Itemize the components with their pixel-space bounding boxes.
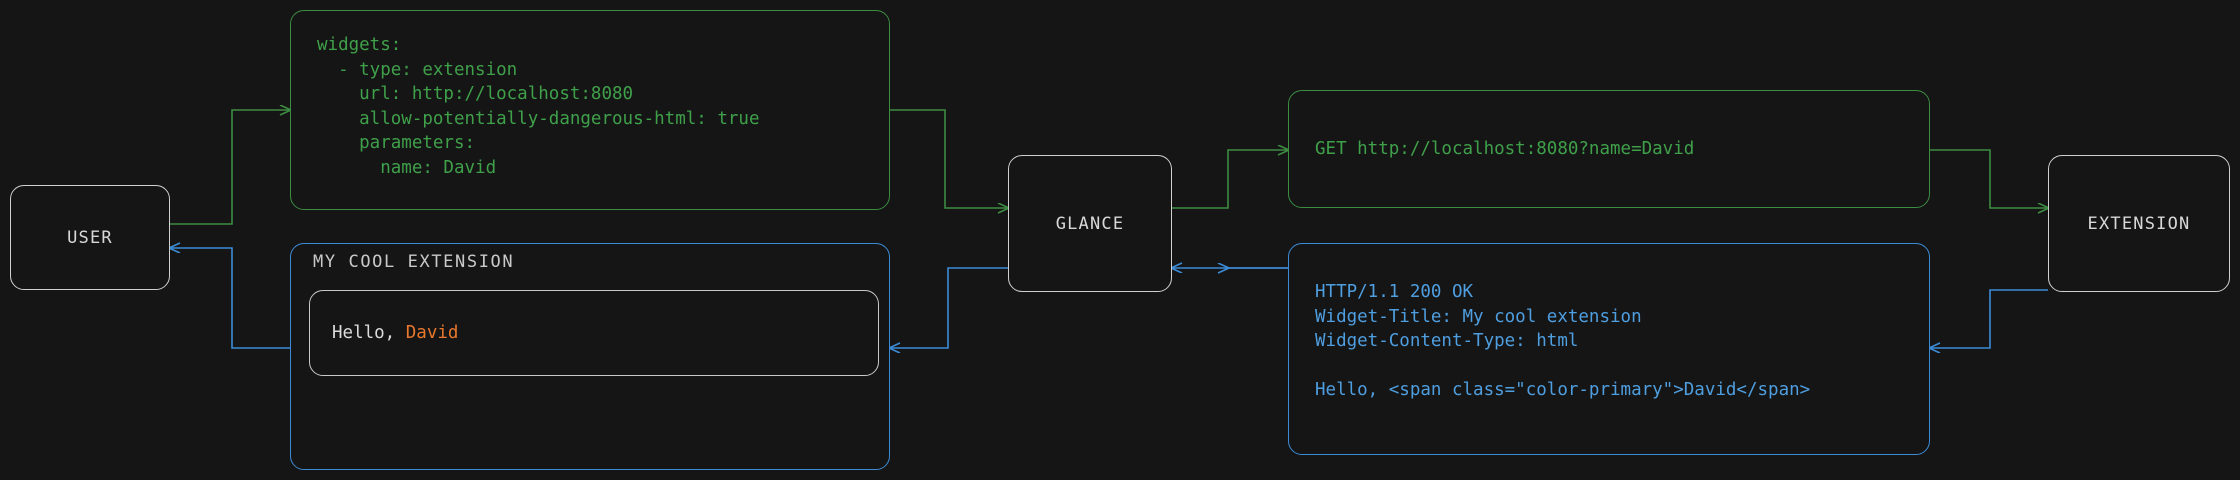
wire-request-to-extension xyxy=(1930,149,2048,208)
http-request-box: GET http://localhost:8080?name=David xyxy=(1288,90,1930,208)
node-extension[interactable]: EXTENSION xyxy=(2048,155,2230,292)
widget-greeting: Hello, David xyxy=(332,323,458,343)
config-yaml-text: widgets: - type: extension url: http://l… xyxy=(317,35,760,178)
wire-glance-to-widget xyxy=(890,267,1008,348)
node-user-label: USER xyxy=(67,227,113,248)
wire-user-to-config xyxy=(170,110,290,225)
wire-glance-to-request xyxy=(1172,150,1288,209)
node-extension-label: EXTENSION xyxy=(2087,213,2191,234)
config-yaml-box: widgets: - type: extension url: http://l… xyxy=(290,10,890,210)
widget-title: MY COOL EXTENSION xyxy=(313,252,515,272)
wire-config-to-glance xyxy=(890,109,1008,208)
http-response-text: HTTP/1.1 200 OK Widget-Title: My cool ex… xyxy=(1315,282,1811,400)
node-glance[interactable]: GLANCE xyxy=(1008,155,1172,292)
node-glance-label: GLANCE xyxy=(1055,213,1125,234)
widget-content-frame: Hello, David xyxy=(309,290,879,376)
wire-extension-to-response xyxy=(1930,289,2048,348)
node-user[interactable]: USER xyxy=(10,185,170,290)
widget-greeting-name: David xyxy=(405,323,459,343)
widget-greeting-prefix: Hello, xyxy=(332,323,406,343)
wire-widget-to-user xyxy=(170,248,290,349)
http-response-box: HTTP/1.1 200 OK Widget-Title: My cool ex… xyxy=(1288,243,1930,455)
rendered-widget-box: MY COOL EXTENSION Hello, David xyxy=(290,243,890,470)
http-request-text: GET http://localhost:8080?name=David xyxy=(1315,138,1695,159)
